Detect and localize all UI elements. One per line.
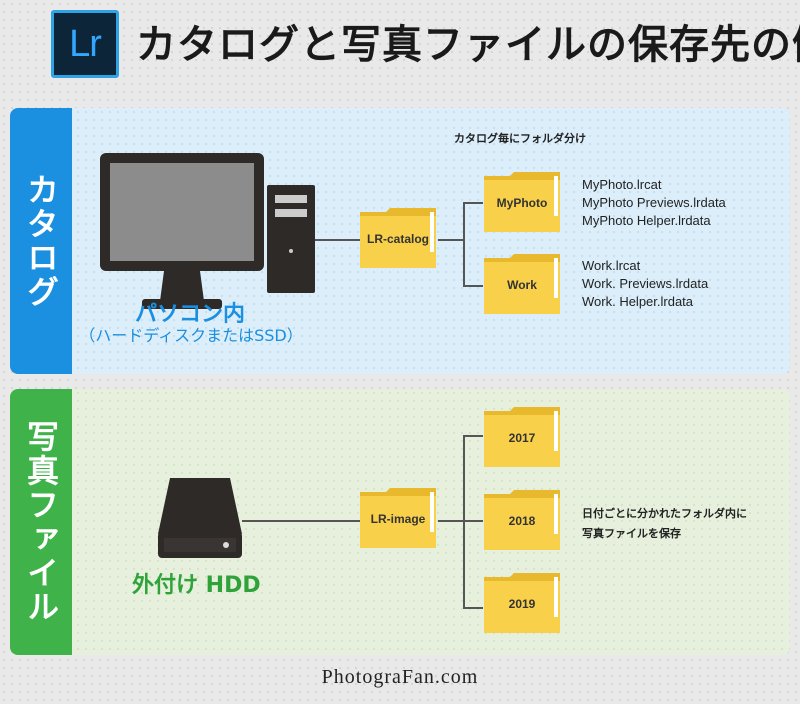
site-footer: PhotograFan.com bbox=[321, 666, 479, 688]
file-name: MyPhoto Helper.lrdata bbox=[582, 213, 711, 228]
connector-line bbox=[438, 520, 464, 522]
file-name: MyPhoto Previews.lrdata bbox=[582, 195, 726, 210]
connector-line bbox=[463, 285, 483, 287]
folder-work[interactable]: Work bbox=[482, 252, 562, 316]
folder-2017[interactable]: 2017 bbox=[482, 405, 562, 469]
lightroom-logo-icon: Lr bbox=[51, 10, 119, 78]
connector-line bbox=[463, 435, 483, 437]
connector-line bbox=[463, 202, 465, 286]
file-name: Work. Previews.lrdata bbox=[582, 276, 709, 291]
folder-lr-image[interactable]: LR-image bbox=[358, 486, 438, 550]
folder-label: 2019 bbox=[508, 597, 536, 611]
photo-side-bar: 写真ファイル bbox=[10, 389, 72, 655]
connector-line bbox=[315, 239, 360, 241]
hdd-label: 外付け HDD bbox=[132, 573, 261, 598]
folder-label: MyPhoto bbox=[496, 196, 548, 210]
connector-line bbox=[463, 607, 483, 609]
photo-side-label: 写真ファイル bbox=[22, 420, 60, 624]
folder-label: LR-catalog bbox=[366, 232, 429, 246]
pc-label: パソコン内 bbox=[134, 302, 245, 327]
connector-line bbox=[242, 520, 360, 522]
connector-line bbox=[463, 520, 483, 522]
photo-note-line: 写真ファイルを保存 bbox=[582, 527, 681, 540]
work-file-list: Work.lrcat Work. Previews.lrdata Work. H… bbox=[582, 257, 708, 311]
logo-text: Lr bbox=[69, 22, 102, 65]
folder-2019[interactable]: 2019 bbox=[482, 571, 562, 635]
folder-2018[interactable]: 2018 bbox=[482, 488, 562, 552]
file-name: Work. Helper.lrdata bbox=[582, 294, 694, 309]
folder-icon bbox=[484, 490, 560, 550]
folder-icon bbox=[360, 488, 436, 548]
catalog-note: カタログ毎にフォルダ分け bbox=[454, 132, 586, 145]
connector-line bbox=[463, 435, 465, 609]
external-hdd-icon bbox=[158, 478, 242, 558]
photo-files-panel: 写真ファイル 外付け HDD LR-image 2017 2018 2019 日… bbox=[10, 389, 790, 655]
file-name: MyPhoto.lrcat bbox=[582, 177, 662, 192]
desktop-monitor-icon bbox=[100, 153, 264, 309]
folder-label: 2017 bbox=[508, 431, 536, 445]
photo-note: 日付ごとに分かれたフォルダ内に 写真ファイルを保存 bbox=[582, 504, 747, 544]
folder-lr-catalog[interactable]: LR-catalog bbox=[358, 206, 438, 270]
folder-icon bbox=[484, 254, 560, 314]
pc-tower-icon bbox=[267, 185, 315, 293]
catalog-side-bar: カタログ bbox=[10, 108, 72, 374]
folder-icon bbox=[484, 172, 560, 232]
folder-label: Work bbox=[507, 278, 537, 292]
pc-sublabel: （ハードディスクまたはSSD） bbox=[79, 326, 303, 345]
catalog-panel: カタログ パソコン内 （ハードディスクまたはSSD） LR-catalog My… bbox=[10, 108, 790, 374]
connector-line bbox=[438, 239, 464, 241]
folder-label: LR-image bbox=[370, 512, 426, 526]
photo-note-line: 日付ごとに分かれたフォルダ内に bbox=[582, 507, 747, 520]
folder-label: 2018 bbox=[508, 514, 536, 528]
folder-icon bbox=[360, 208, 436, 268]
file-name: Work.lrcat bbox=[582, 258, 641, 273]
catalog-side-label: カタログ bbox=[22, 173, 60, 309]
page-title: カタログと写真ファイルの保存先の例 bbox=[136, 22, 800, 68]
myphoto-file-list: MyPhoto.lrcat MyPhoto Previews.lrdata My… bbox=[582, 176, 726, 230]
connector-line bbox=[463, 202, 483, 204]
folder-icon bbox=[484, 573, 560, 633]
folder-icon bbox=[484, 407, 560, 467]
folder-myphoto[interactable]: MyPhoto bbox=[482, 170, 562, 234]
